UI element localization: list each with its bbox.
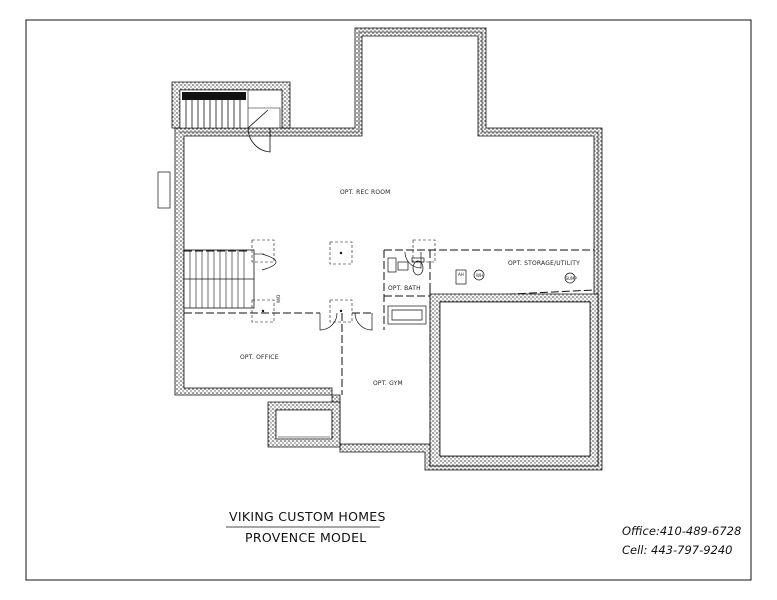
cell-phone: Cell: 443-797-9240: [622, 543, 733, 557]
door-swings: [319, 251, 422, 331]
interior-stair: [183, 249, 277, 309]
model-title: PROVENCE MODEL: [245, 530, 367, 545]
room-label-rec-room: OPT. REC ROOM: [340, 189, 391, 196]
sump-label: SUMP: [566, 276, 578, 281]
wh-label: WH: [476, 273, 483, 278]
company-title: VIKING CUSTOM HOMES: [229, 509, 386, 524]
columns: [251, 239, 436, 323]
ah-label: AH: [458, 272, 464, 277]
room-label-bath: OPT. BATH: [388, 285, 421, 292]
room-label-gym: OPT. GYM: [373, 380, 403, 387]
room-label-office: OPT. OFFICE: [240, 354, 279, 361]
window-bump: [157, 171, 171, 209]
office-phone: Office:410-489-6728: [622, 524, 742, 538]
bath-fixtures: [387, 257, 427, 325]
room-label-storage: OPT. STORAGE/UTILITY: [508, 260, 580, 267]
mechanical-fixtures: [397, 261, 576, 285]
exterior-stair: [171, 81, 291, 153]
washer-dryer-label: W/D: [276, 295, 281, 303]
drawing-border: [25, 19, 752, 581]
areaway: [267, 401, 341, 448]
garage: [429, 293, 599, 467]
